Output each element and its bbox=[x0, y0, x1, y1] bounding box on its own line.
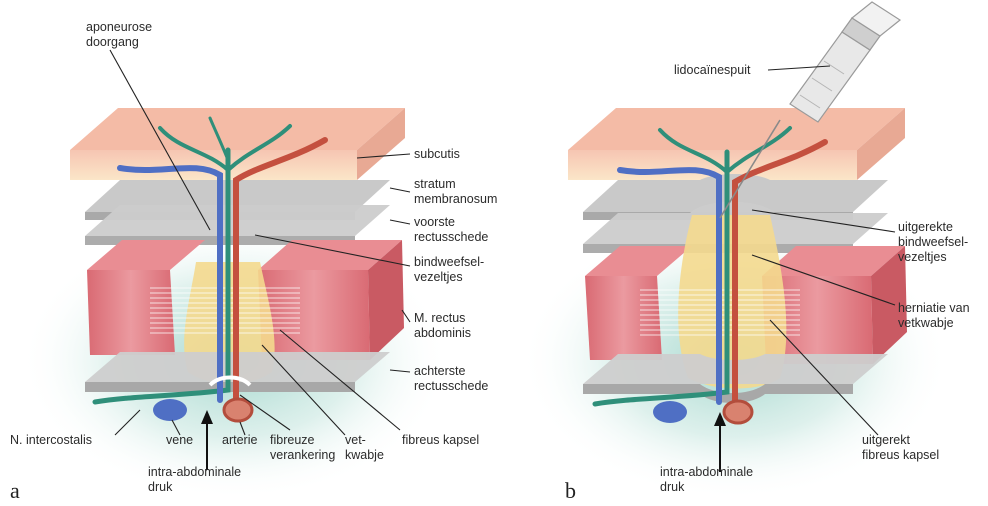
artery-cross-section bbox=[224, 399, 252, 421]
panel-letter-b: b bbox=[565, 478, 576, 503]
vein-cross-section bbox=[153, 399, 187, 421]
vein-cross-section bbox=[653, 401, 687, 423]
label-nervus: N. intercostalis bbox=[10, 433, 92, 447]
label-fibreus-kapsel: fibreus kapsel bbox=[402, 433, 479, 447]
label-vene: vene bbox=[166, 433, 193, 447]
panel-letter-a: a bbox=[10, 478, 20, 503]
label-arterie: arterie bbox=[222, 433, 257, 447]
artery-cross-section bbox=[724, 401, 752, 423]
label-spuit: lidocaïnespuit bbox=[674, 63, 751, 77]
label-bindweefsel: bindweefsel-vezeltjes bbox=[414, 255, 484, 284]
label-subcutis: subcutis bbox=[414, 147, 460, 161]
